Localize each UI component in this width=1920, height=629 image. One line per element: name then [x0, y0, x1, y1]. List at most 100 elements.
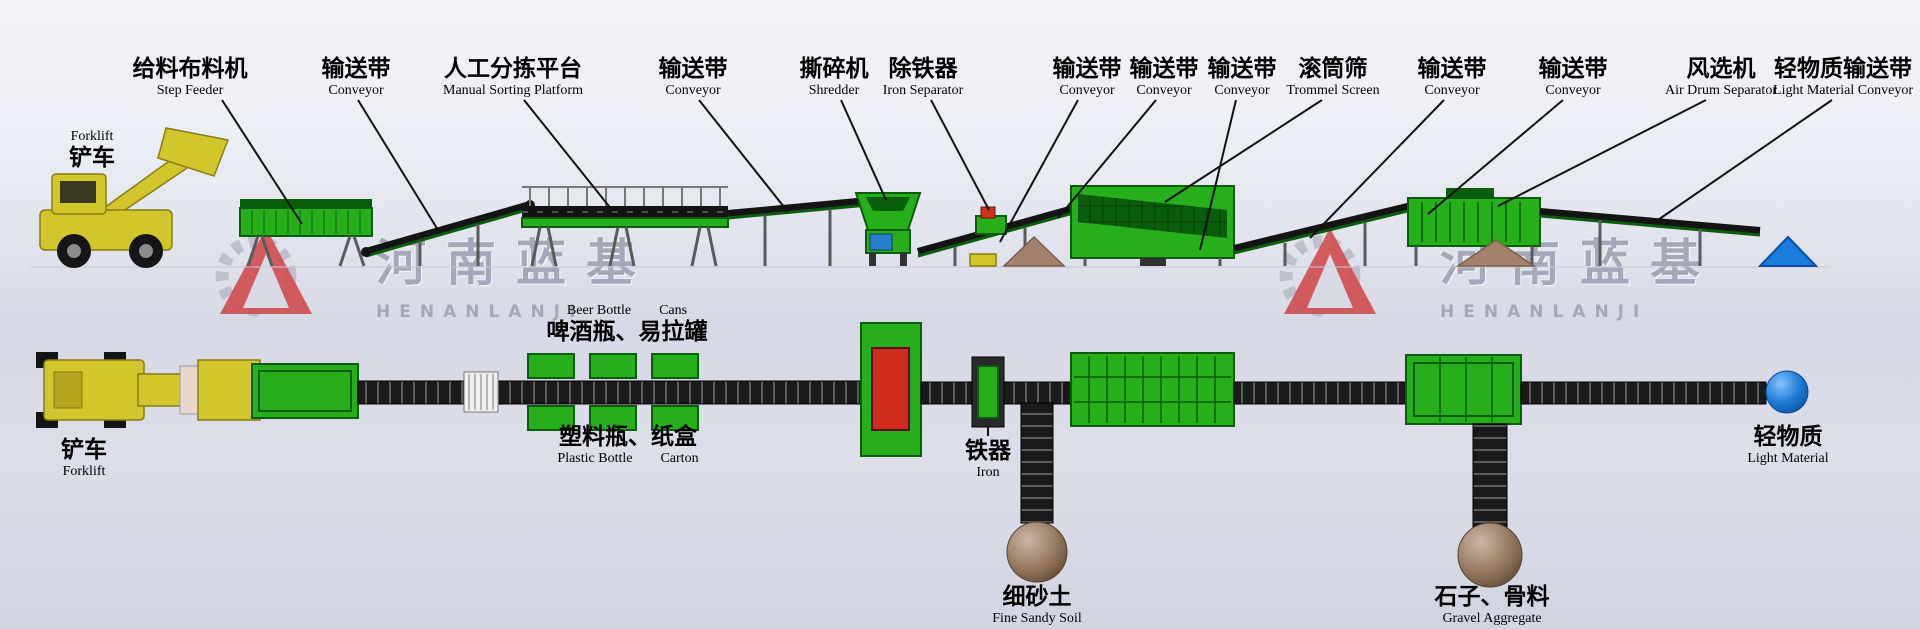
- leader-lines: [221, 99, 1833, 251]
- label-conveyor-6-en: Conveyor: [1424, 83, 1480, 98]
- label-shredder-en: Shredder: [808, 83, 860, 98]
- leader-conveyor-6: [1309, 99, 1445, 239]
- shredder-motor: [869, 233, 893, 251]
- light-material-ball: [1765, 370, 1809, 414]
- label-fine-sandy-soil-zh: 细砂土: [1002, 584, 1072, 610]
- leader-conveyor-3: [999, 99, 1079, 243]
- gravel-branch-conveyor: [1472, 423, 1508, 529]
- label-conveyor-7-en: Conveyor: [1545, 83, 1601, 98]
- leader-conveyor-5: [1199, 99, 1237, 251]
- label-trommel-screen-zh: 滚筒筛: [1298, 56, 1368, 82]
- label-iron-separator-zh: 除铁器: [888, 56, 958, 82]
- label-beer-bottle-cans-zh: 啤酒瓶、易拉罐: [546, 319, 708, 345]
- label-step-feeder-en: Step Feeder: [156, 83, 224, 98]
- label-plastic-bottle-carton-zh: 塑料瓶、纸盒: [559, 424, 697, 450]
- label-forklift-plan-zh: 铲车: [61, 437, 107, 463]
- leader-step-feeder: [221, 99, 303, 225]
- fine-sand-pile: [1006, 521, 1068, 583]
- light-material-cone: [1757, 235, 1819, 267]
- material-pile-gravel: [1455, 239, 1537, 267]
- leader-light-material-conveyor: [1654, 99, 1833, 223]
- step-feeder-plan: [251, 363, 359, 419]
- leader-conveyor-2: [698, 99, 789, 213]
- leader-air-drum-separator: [1497, 99, 1707, 207]
- label-fine-sandy-soil-en: Fine Sandy Soil: [992, 611, 1082, 626]
- feed-hopper-plan: [197, 359, 261, 421]
- label-light-material-en: Light Material: [1747, 451, 1829, 466]
- label-manual-sorting-platform-zh: 人工分拣平台: [444, 56, 582, 82]
- sorting-comb: [463, 371, 499, 413]
- label-iron-separator-en: Iron Separator: [882, 83, 964, 98]
- trommel-plan: [1070, 352, 1235, 427]
- label-conveyor-6-zh: 输送带: [1417, 56, 1487, 82]
- label-conveyor-7-zh: 输送带: [1538, 56, 1608, 82]
- iron-separator-plan: [971, 356, 1005, 436]
- leader-iron-separator: [930, 99, 990, 211]
- label-plastic-bottle-carton-en: Plastic Bottle Carton: [557, 451, 699, 466]
- label-conveyor-4-en: Conveyor: [1136, 83, 1192, 98]
- forklift-side: [39, 127, 230, 268]
- label-light-material-zh: 轻物质: [1753, 424, 1823, 450]
- air-separator-plan: [1405, 354, 1522, 425]
- label-iron-en: Iron: [976, 465, 1000, 480]
- leader-conveyor-4: [1057, 99, 1157, 219]
- gravel-pile: [1457, 522, 1523, 588]
- label-light-material-conveyor-en: Light Material Conveyor: [1773, 83, 1913, 98]
- forklift-window: [60, 181, 96, 203]
- label-forklift-side-en: Forklift: [70, 129, 114, 144]
- leader-shredder: [840, 99, 887, 201]
- watermark-logo-icon: [1279, 228, 1376, 317]
- label-gravel-aggregate-en: Gravel Aggregate: [1442, 611, 1542, 626]
- iron-separator-unit: [975, 206, 1007, 235]
- label-beer-bottle-cans-en: Beer Bottle Cans: [566, 303, 688, 318]
- watermark-en: HENANLANJI: [1440, 301, 1649, 322]
- watermark-en: HENANLANJI: [376, 301, 585, 322]
- label-forklift-plan-en: Forklift: [62, 464, 106, 479]
- leader-conveyor-7: [1427, 99, 1564, 215]
- collection-box: [969, 253, 997, 267]
- label-trommel-screen-en: Trommel Screen: [1286, 83, 1380, 98]
- fines-branch-conveyor: [1020, 402, 1054, 524]
- label-conveyor-1-en: Conveyor: [328, 83, 384, 98]
- label-air-drum-separator-zh: 风选机: [1686, 56, 1756, 82]
- leader-conveyor-1: [357, 99, 439, 231]
- label-conveyor-3-zh: 输送带: [1052, 56, 1122, 82]
- leader-trommel-screen: [1164, 99, 1323, 203]
- label-light-material-conveyor-zh: 轻物质输送带: [1774, 56, 1912, 82]
- manual-sorting-platform: [521, 186, 729, 267]
- label-manual-sorting-platform-en: Manual Sorting Platform: [443, 83, 583, 98]
- label-step-feeder-zh: 给料布料机: [132, 56, 248, 82]
- leader-manual-sorting-platform: [523, 99, 613, 211]
- material-pile-small: [1002, 235, 1066, 267]
- label-forklift-side-zh: 铲车: [69, 145, 115, 171]
- label-conveyor-4-zh: 输送带: [1129, 56, 1199, 82]
- shredder: [854, 192, 922, 266]
- label-air-drum-separator-en: Air Drum Separator: [1665, 83, 1777, 98]
- label-conveyor-2-zh: 输送带: [658, 56, 728, 82]
- label-iron-zh: 铁器: [965, 438, 1011, 464]
